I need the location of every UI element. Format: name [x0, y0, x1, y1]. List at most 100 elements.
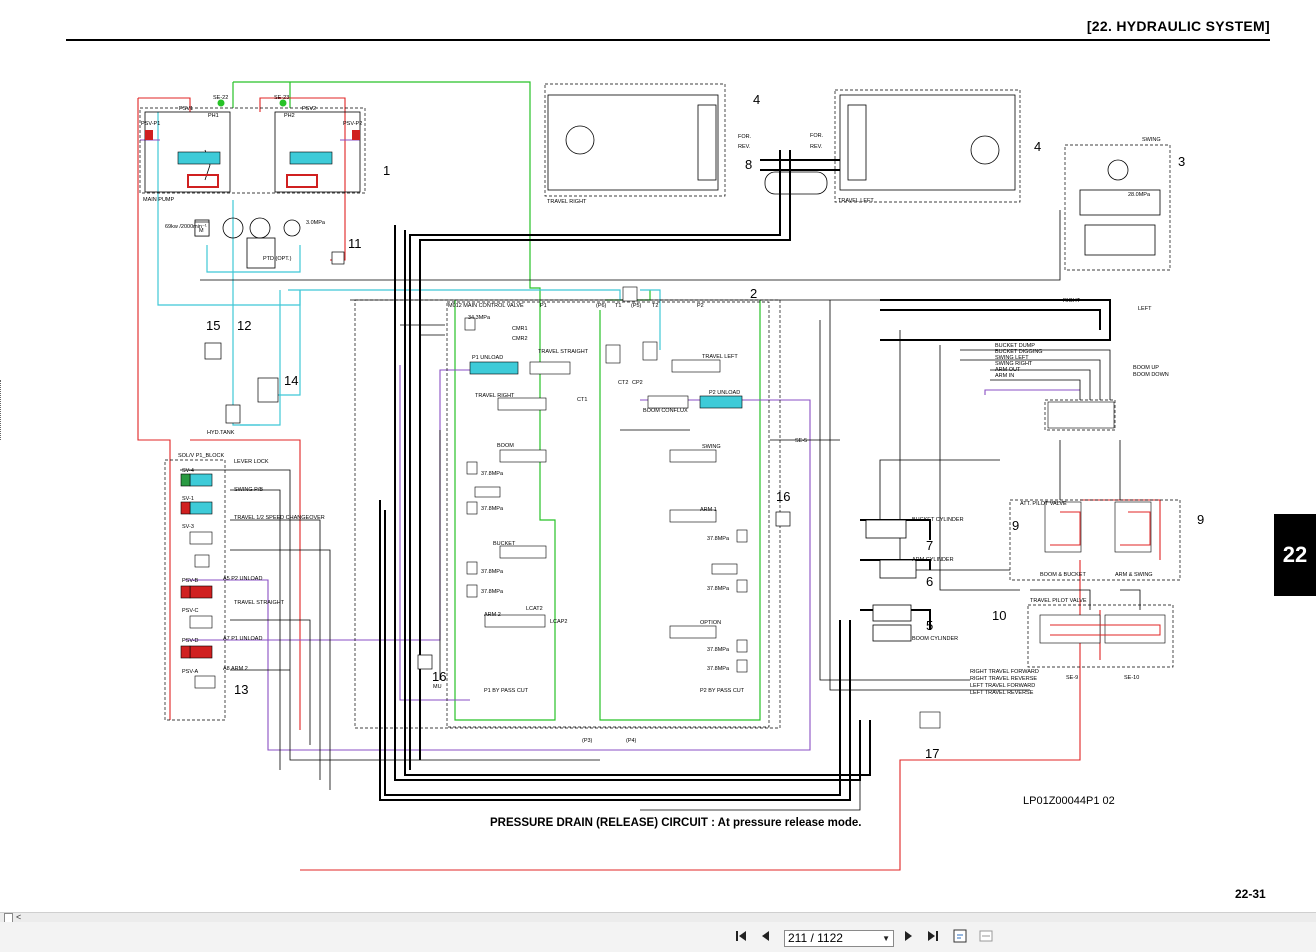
label-for-right: FOR.	[738, 134, 752, 140]
label-arm2-spool: ARM 2	[484, 612, 501, 618]
cylinders	[865, 519, 917, 642]
label-rtf: RIGHT TRAVEL FORWARD	[970, 669, 1039, 675]
label-lcap2: LCAP2	[550, 619, 567, 625]
swing-motor	[1079, 159, 1161, 256]
label-boom-cyl: BOOM CYLINDER	[912, 636, 958, 642]
solenoid-valves	[180, 473, 216, 689]
label-p2-unload: P2 UNLOAD	[709, 390, 740, 396]
callout-9-right: 9	[1197, 512, 1204, 527]
label-boom-conflux: BOOM CONFLUX	[643, 408, 688, 414]
label-travel-straight-sv: TRAVEL STRAIGHT	[234, 600, 285, 606]
label-se5: SE-5	[795, 438, 807, 444]
next-page-icon[interactable]	[900, 928, 916, 944]
relief-valves	[464, 317, 748, 673]
label-rev-left: REV.	[810, 144, 823, 150]
label-p378-a: 37.8MPa	[481, 471, 504, 477]
label-swing-right: SWING RIGHT	[995, 361, 1033, 367]
figure-caption: PRESSURE DRAIN (RELEASE) CIRCUIT : At pr…	[490, 817, 862, 829]
label-p5: (P5)	[631, 303, 642, 309]
label-ph2: PH2	[284, 113, 295, 119]
label-cp2: CP2	[632, 380, 643, 386]
label-rtr: RIGHT TRAVEL REVERSE	[970, 676, 1037, 682]
label-boom-spool: BOOM	[497, 443, 514, 449]
label-arm-cyl: ARM CYLINDER	[912, 557, 954, 563]
chevron-down-icon[interactable]: ▼	[882, 934, 890, 943]
callout-2: 2	[750, 286, 757, 301]
label-a7: A7 P1 UNLOAD	[223, 636, 262, 642]
label-p343: 34.3MPa	[468, 315, 491, 321]
scroll-left-icon[interactable]: <	[16, 912, 22, 922]
fit-width-icon[interactable]	[978, 928, 994, 944]
callout-1: 1	[383, 163, 390, 178]
page-number-select[interactable]: 211 / 1122 ▼	[784, 930, 894, 947]
viewer-toolbar	[0, 922, 1316, 952]
label-main-pump: MAIN PUMP	[143, 197, 175, 203]
label-psvp2: PSV-P2	[343, 121, 362, 127]
callout-16-right: 16	[776, 489, 790, 504]
label-travel-right-motor: TRAVEL RIGHT	[547, 199, 587, 205]
label-se10: SE-10	[1124, 675, 1139, 681]
label-travel-left-spool: TRAVEL LEFT	[702, 354, 738, 360]
callout-3: 3	[1178, 154, 1185, 169]
callout-4-left: 4	[1034, 139, 1041, 154]
label-ph1: PH1	[208, 113, 219, 119]
document-page: [22. HYDRAULIC SYSTEM]	[0, 18, 1316, 901]
dashed-housings	[139, 83, 1181, 729]
hydraulic-circuit-diagram: MAIN PUMP SE-22 SE-23 PSV1 PSV2 PSV-P1 P…	[137, 81, 1204, 871]
header-rule	[66, 39, 1270, 41]
label-travel-straight: TRAVEL STRAIGHT	[538, 349, 589, 355]
callout-numbers: 1 2 3 4 4 5 6 7 8 9 9 10 11 12 13 14 15 …	[206, 92, 1204, 761]
page-indicator: 211 / 1122	[788, 931, 843, 945]
section-tab: 22	[1274, 514, 1316, 596]
control-valve-spools	[469, 286, 743, 639]
label-right: RIGHT	[1063, 298, 1081, 304]
label-for-left: FOR.	[810, 133, 824, 139]
label-p378-f: 37.8MPa	[707, 586, 730, 592]
label-psvb: PSV-B	[182, 578, 199, 584]
callout-4-right: 4	[753, 92, 760, 107]
label-psvp1: PSV-P1	[141, 121, 160, 127]
label-boom-bucket: BOOM & BUCKET	[1040, 572, 1086, 578]
label-solv: SOL/V P1_BLOCK	[178, 453, 224, 459]
label-lcat2: LCAT2	[526, 606, 543, 612]
left-ruler	[0, 380, 4, 440]
label-boom-up: BOOM UP	[1133, 365, 1159, 371]
first-page-icon[interactable]	[734, 928, 750, 944]
label-bucket-spool: BUCKET	[493, 541, 516, 547]
callout-7: 7	[926, 538, 933, 553]
label-p1-unload: P1 UNLOAD	[472, 355, 503, 361]
label-sv3: SV-3	[182, 524, 194, 530]
label-left: LEFT	[1138, 306, 1152, 312]
diagram-labels: MAIN PUMP SE-22 SE-23 PSV1 PSV2 PSV-P1 P…	[141, 95, 1169, 744]
label-bucket-digging: BUCKET DIGGING	[995, 349, 1043, 355]
pilot-valve-red-paths	[1050, 511, 1161, 636]
label-p378-d: 37.8MPa	[481, 589, 504, 595]
label-p3: (P3)	[582, 738, 593, 744]
callout-17: 17	[925, 746, 939, 761]
last-page-icon[interactable]	[924, 928, 940, 944]
label-p2-bypass: P2 BY PASS CUT	[700, 688, 745, 694]
label-p30: 3.0MPa	[306, 220, 326, 226]
page-number: 22-31	[1235, 887, 1266, 901]
label-swing-pb: SWING P/B	[234, 487, 263, 493]
label-p378-e: 37.8MPa	[707, 536, 730, 542]
label-rev-right: REV.	[738, 144, 751, 150]
label-cmr1: CMR1	[512, 326, 528, 332]
label-swing-left: SWING LEFT	[995, 355, 1029, 361]
tank-and-filters	[194, 221, 791, 670]
label-arm-out: ARM OUT	[995, 367, 1021, 373]
label-psva: PSV-A	[182, 669, 199, 675]
label-p378-g: 37.8MPa	[707, 647, 730, 653]
prev-page-icon[interactable]	[758, 928, 774, 944]
callout-5: 5	[926, 618, 933, 633]
label-mcv: M012 MAIN CONTROL VALVE	[448, 303, 524, 309]
fit-page-icon[interactable]	[952, 928, 968, 944]
label-p28: 28.0MPa	[1128, 192, 1151, 198]
thin-pipes	[180, 210, 1141, 811]
label-t1: T1	[615, 303, 621, 309]
label-p2: P2	[697, 303, 704, 309]
label-mu: MU	[433, 684, 442, 690]
label-arm-in: ARM IN	[995, 373, 1014, 379]
label-ptd: PTD (OPT.)	[263, 256, 292, 262]
callout-13: 13	[234, 682, 248, 697]
